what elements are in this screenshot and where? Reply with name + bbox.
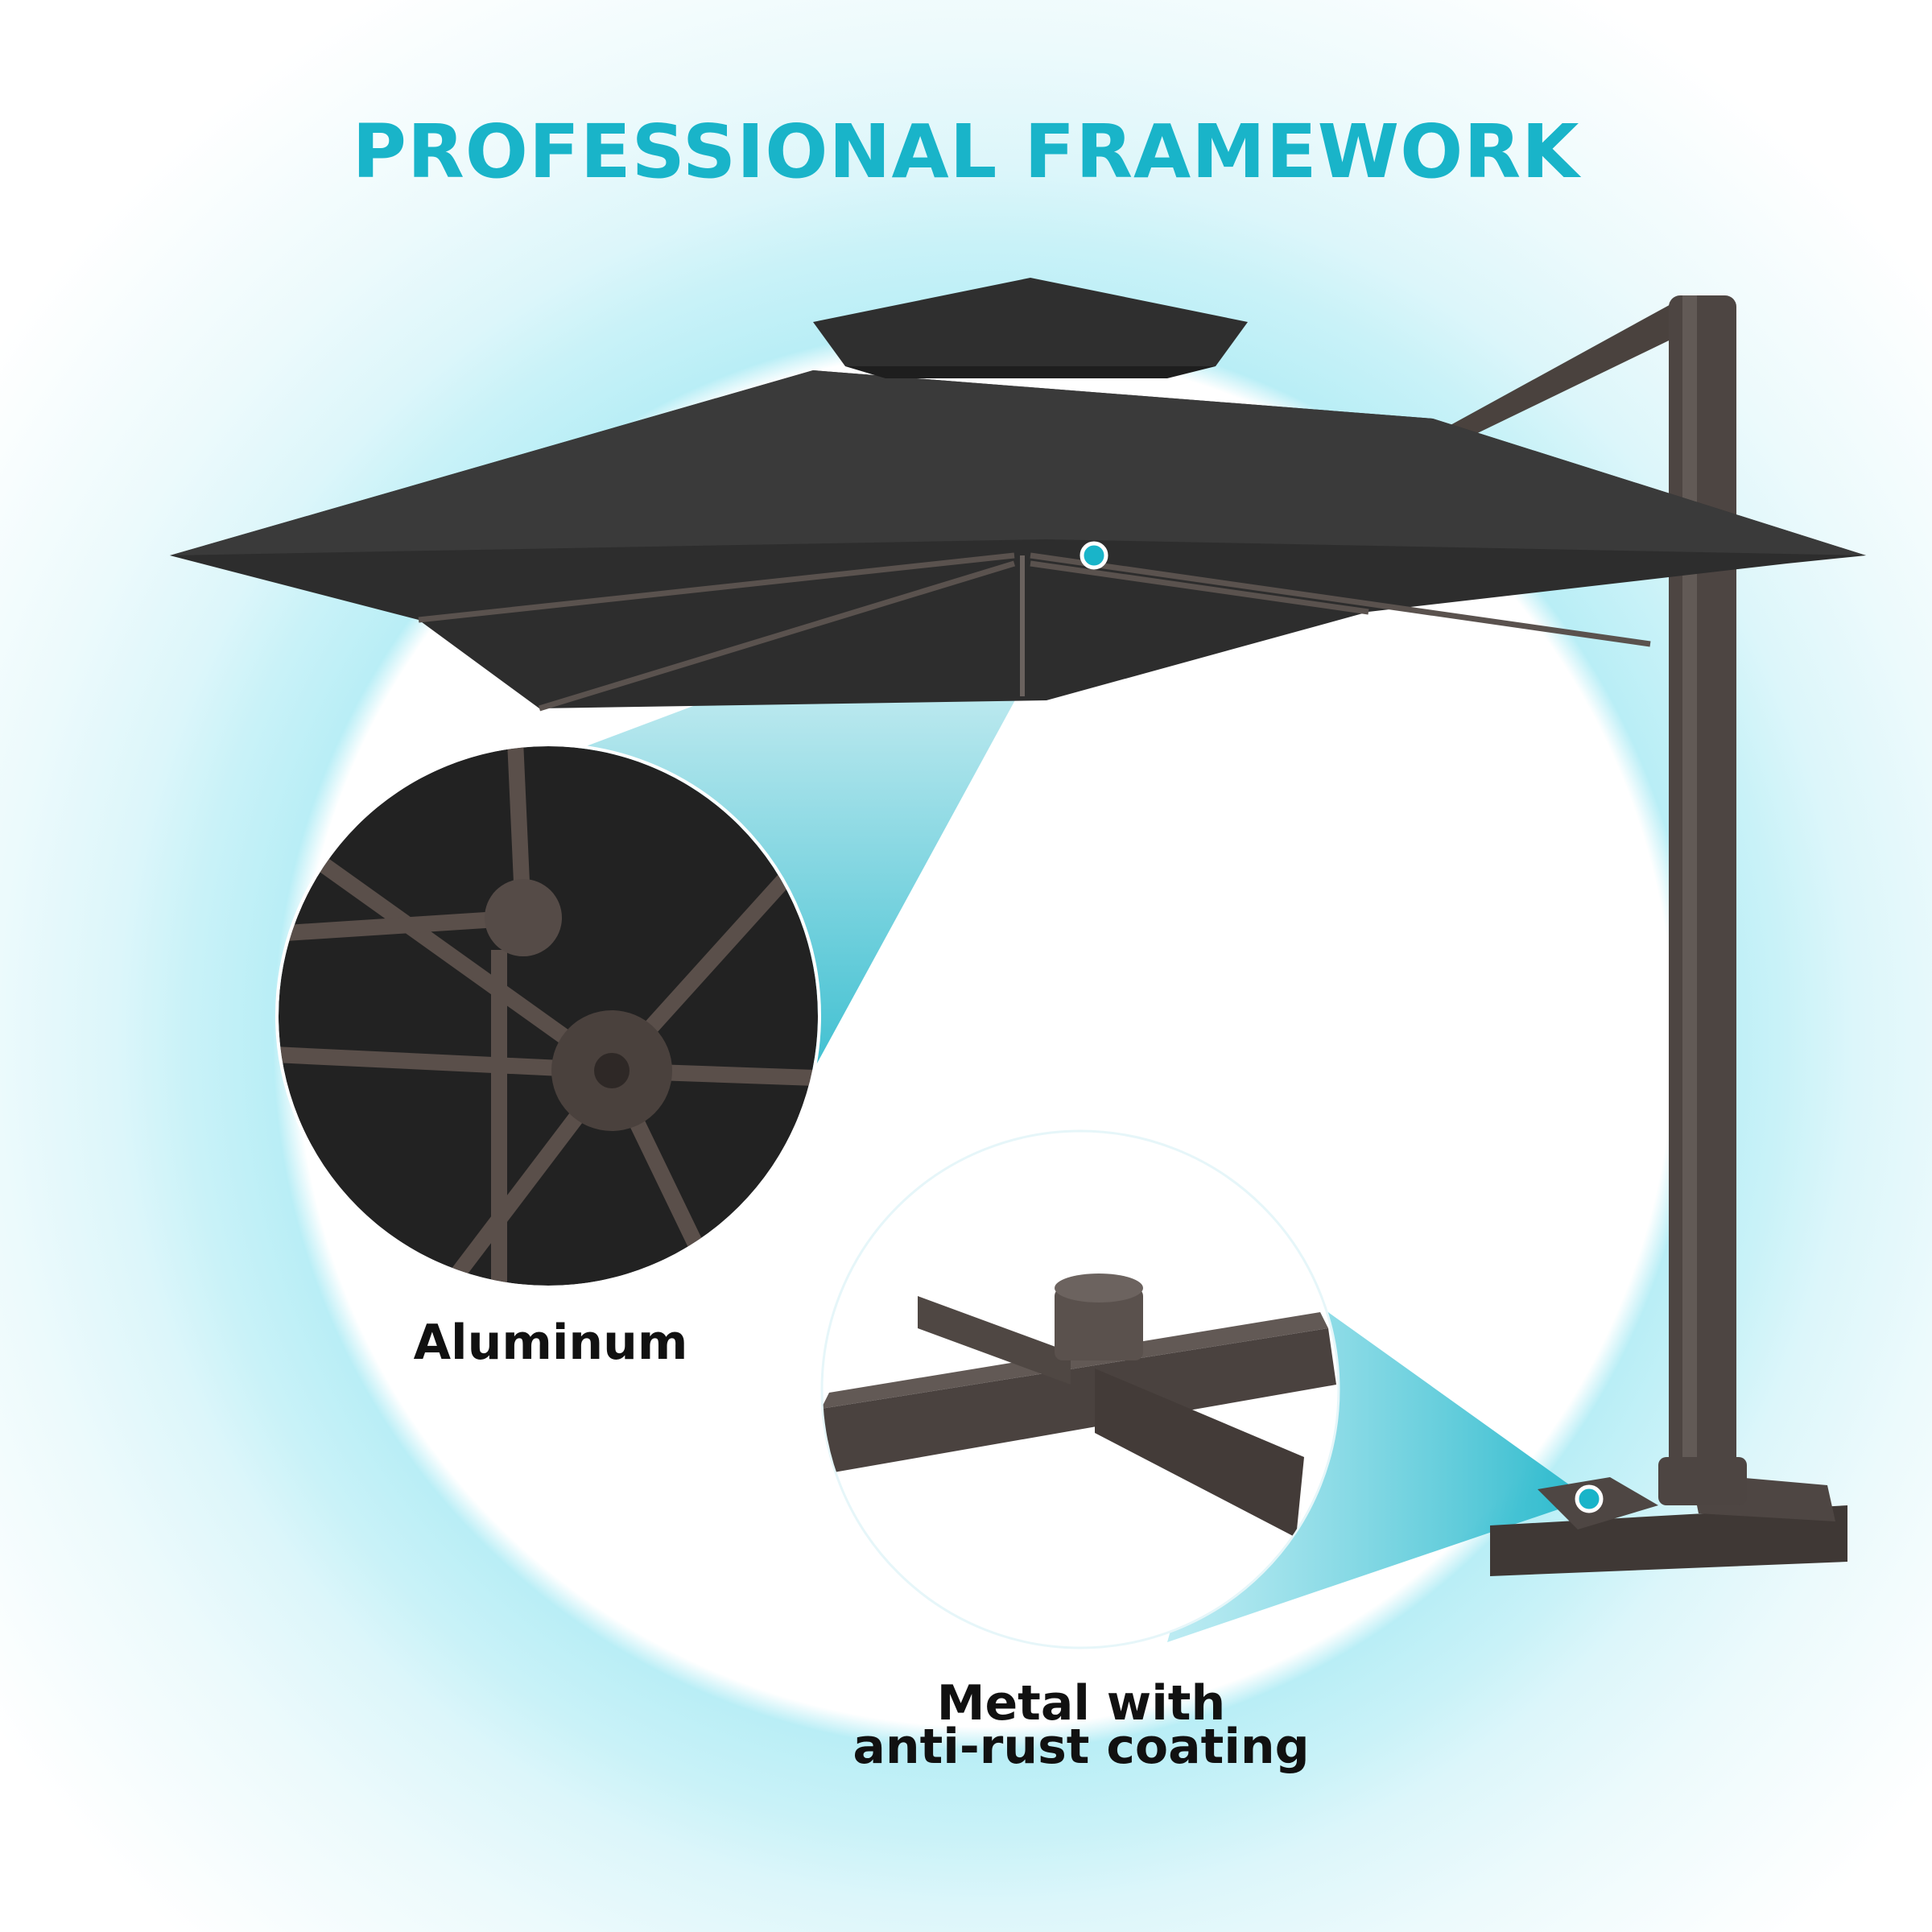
aluminum-detail-image <box>279 746 818 1286</box>
hotspot-base-dot <box>1575 1484 1604 1513</box>
base-detail-image <box>823 1274 1336 1538</box>
metal-label-line1: Metal with <box>936 1675 1226 1732</box>
page-title: PROFESSIONAL FRAMEWORK <box>352 109 1580 195</box>
hotspot-canopy-dot <box>1080 541 1108 570</box>
metal-label-line2: anti-rust coating <box>852 1719 1310 1775</box>
umbrella <box>170 278 1866 1576</box>
aluminum-label: Aluminum <box>413 1315 688 1371</box>
